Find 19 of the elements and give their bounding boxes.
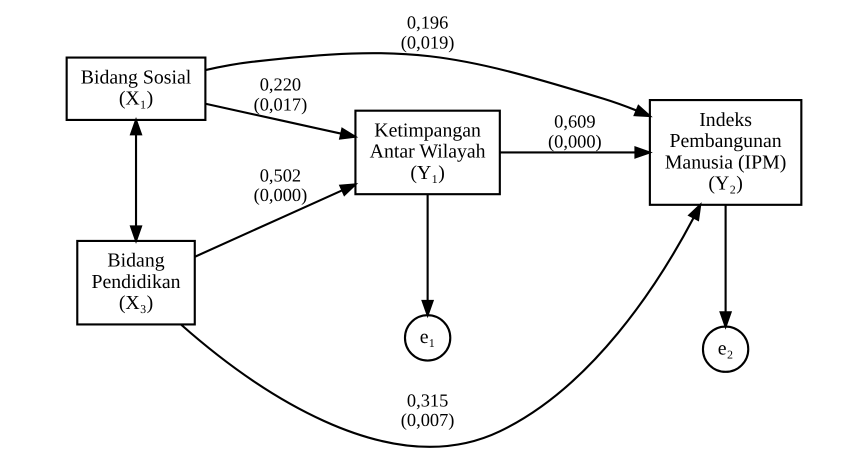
arrow [130,116,142,244]
edge-label: 0,609 (0,000) [548,112,602,152]
edge-label: 0,502 (0,000) [254,165,308,206]
node-box: Ketimpangan Antar Wilayah (Y₁) [354,110,501,196]
arrow [421,194,434,318]
arrow [194,183,358,258]
node-circle: e₁ [404,314,452,362]
arrow [180,202,702,448]
edge-label: 0,220 (0,017) [254,74,308,115]
node-box: Indeks Pembangunan Manusia (IPM) (Y₂) [648,99,802,206]
arrow [719,205,732,330]
edge-label: 0,315 (0,007) [400,390,454,430]
arrow [500,146,653,159]
node-box: Bidang Pendidikan (X₃) [76,240,196,326]
node-box: Bidang Sosial (X₁) [66,56,206,121]
arrow [205,52,653,118]
edge-label: 0,196 (0,019) [400,12,454,52]
node-circle: e₂ [702,326,750,373]
arrow [205,102,358,140]
